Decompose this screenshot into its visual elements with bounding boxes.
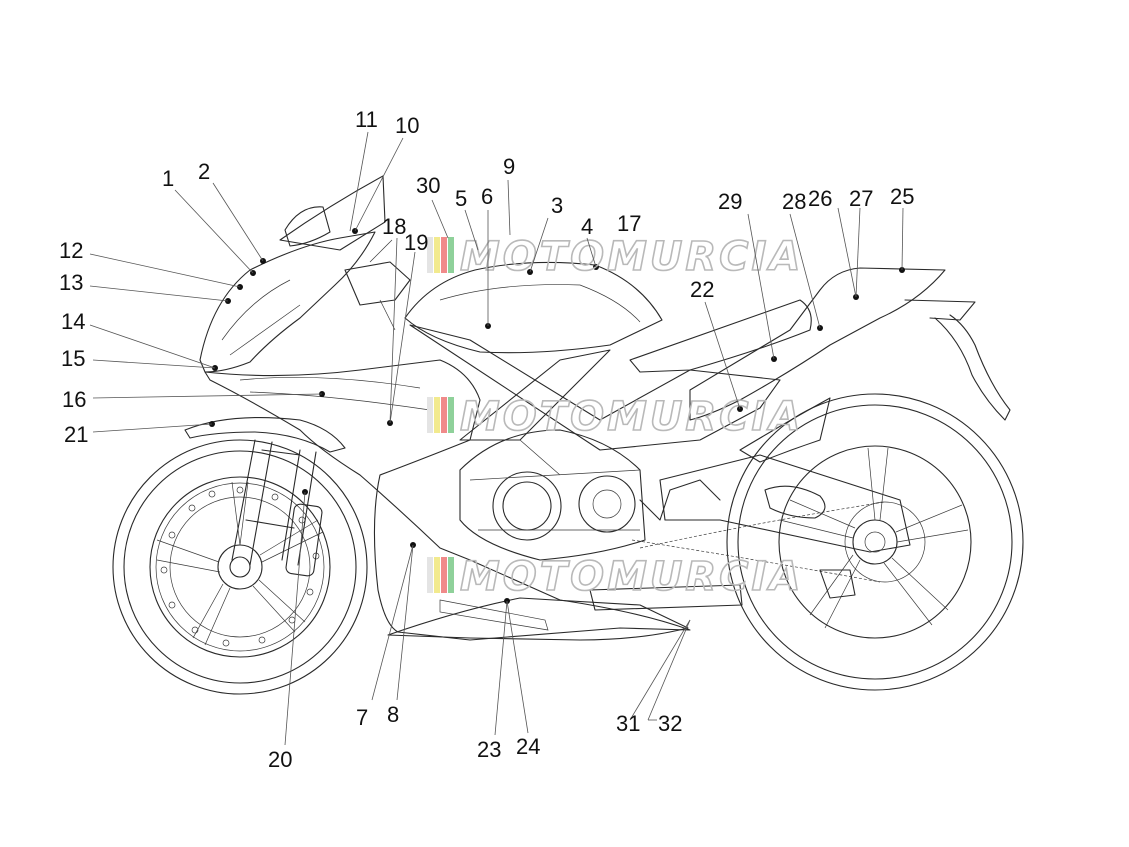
callout-12: 12 xyxy=(59,238,83,263)
exhaust xyxy=(589,584,743,611)
watermark-bottom: MOTOMURCIA xyxy=(427,553,803,601)
callout-20: 20 xyxy=(268,747,292,772)
callout-17: 17 xyxy=(617,211,641,236)
callout-27: 27 xyxy=(849,186,873,211)
frame xyxy=(409,324,781,451)
callout-6: 6 xyxy=(481,184,493,209)
watermark-top: MOTOMURCIA xyxy=(427,233,803,281)
watermark-stripe xyxy=(427,237,433,273)
watermark-stripe xyxy=(427,397,433,433)
rear-hugger xyxy=(739,397,831,463)
callout-23: 23 xyxy=(477,737,501,762)
callout-25: 25 xyxy=(890,184,914,209)
watermark-text: MOTOMURCIA xyxy=(460,234,803,280)
callout-32: 32 xyxy=(658,711,682,736)
license-plate-holder xyxy=(934,314,1011,421)
front-fender xyxy=(184,417,346,453)
engine xyxy=(459,429,721,561)
seat xyxy=(629,299,812,373)
watermark-stripe xyxy=(448,557,454,593)
watermark-stripe xyxy=(448,237,454,273)
callout-15: 15 xyxy=(61,346,85,371)
callout-18: 18 xyxy=(382,214,406,239)
watermark-stripe xyxy=(434,237,440,273)
watermark-stripe xyxy=(448,397,454,433)
callout-31: 31 xyxy=(616,711,640,736)
callout-9: 9 xyxy=(503,154,515,179)
watermark: MOTOMURCIA MOTOMURCIA MOTOMURCIA xyxy=(427,233,803,601)
leader-lines xyxy=(89,131,904,746)
watermark-stripe xyxy=(441,397,447,433)
callout-16: 16 xyxy=(62,387,86,412)
belly-pan xyxy=(387,597,689,641)
callout-14: 14 xyxy=(61,309,85,334)
callout-1: 1 xyxy=(162,166,174,191)
watermark-middle: MOTOMURCIA xyxy=(427,393,803,441)
handlebar xyxy=(344,261,411,306)
tail-section xyxy=(689,267,946,421)
callout-10: 10 xyxy=(395,113,419,138)
callout-24: 24 xyxy=(516,734,540,759)
front-fairing xyxy=(199,231,376,373)
callout-26: 26 xyxy=(808,186,832,211)
mirror xyxy=(284,206,331,247)
callout-11: 11 xyxy=(355,107,378,132)
watermark-stripe xyxy=(427,557,433,593)
motorcycle-drawing xyxy=(112,175,1024,695)
callout-5: 5 xyxy=(455,186,467,211)
watermark-stripe xyxy=(441,237,447,273)
swingarm xyxy=(659,454,911,553)
callout-13: 13 xyxy=(59,270,83,295)
watermark-stripe xyxy=(434,397,440,433)
callout-19: 19 xyxy=(404,230,428,255)
rear-wheel xyxy=(631,393,1024,691)
callout-22: 22 xyxy=(690,277,714,302)
front-fork xyxy=(231,439,323,577)
callout-28: 28 xyxy=(782,189,806,214)
callout-4: 4 xyxy=(581,214,593,239)
side-fairing xyxy=(204,359,691,641)
callout-29: 29 xyxy=(718,189,742,214)
callout-8: 8 xyxy=(387,702,399,727)
callout-7: 7 xyxy=(356,705,368,730)
watermark-text: MOTOMURCIA xyxy=(460,394,803,440)
windscreen xyxy=(279,175,386,251)
watermark-stripe xyxy=(434,557,440,593)
watermark-text: MOTOMURCIA xyxy=(460,554,803,600)
callout-3: 3 xyxy=(551,193,563,218)
callout-21: 21 xyxy=(64,422,88,447)
callout-2: 2 xyxy=(198,159,210,184)
callout-labels: 1 2 3 4 5 6 7 8 9 10 11 12 13 14 15 16 1… xyxy=(59,107,914,772)
fuel-tank xyxy=(404,261,663,354)
callout-30: 30 xyxy=(416,173,440,198)
front-wheel xyxy=(112,439,368,695)
watermark-stripe xyxy=(441,557,447,593)
